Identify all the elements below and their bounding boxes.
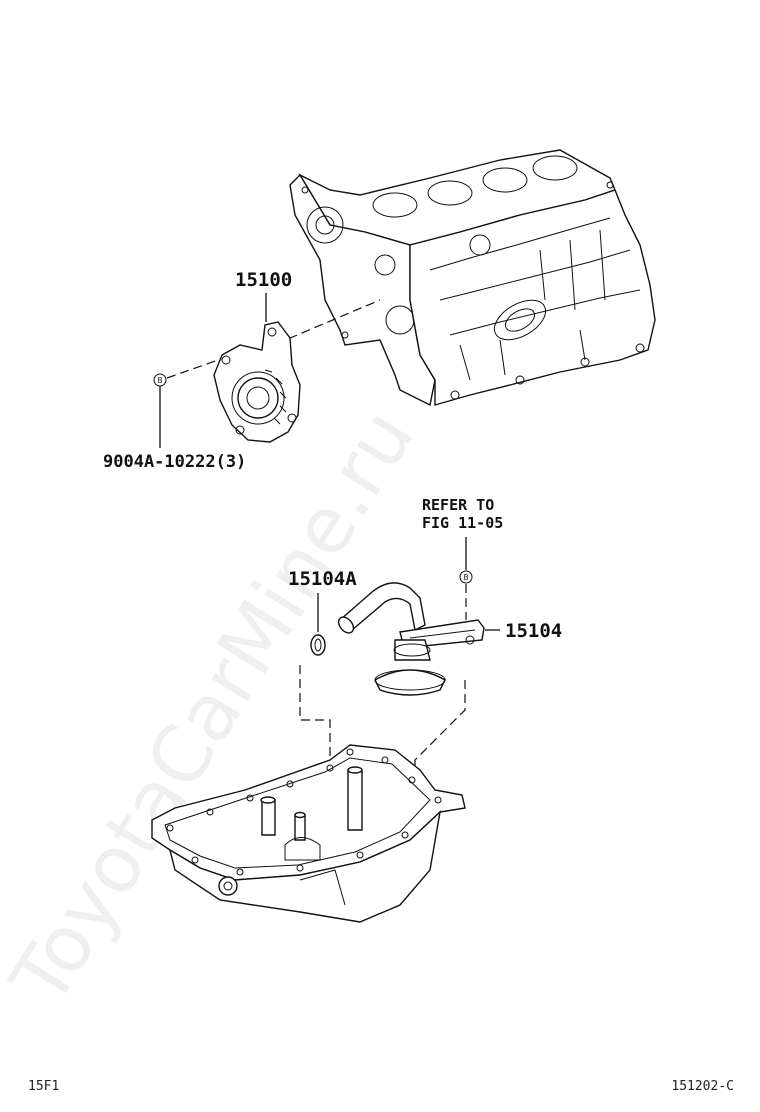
oil-strainer-drawing (337, 582, 485, 696)
callout-marker-refer (459, 570, 473, 584)
strainer-pan-line-left (299, 665, 331, 770)
refer-line-2: FIG 11-05 (422, 514, 503, 532)
callout-marker-refer-letter: B (464, 573, 469, 582)
footer-right-code: 151202-C (671, 1079, 734, 1094)
pump-alignment-line (249, 299, 381, 356)
engine-block-drawing (289, 149, 656, 407)
oil-pump-drawing (213, 321, 301, 443)
bolt-alignment-line (166, 359, 219, 379)
oring-drawing (310, 634, 326, 656)
label-oil-pump: 15100 (235, 269, 292, 291)
refer-line-1: REFER TO (422, 496, 494, 514)
watermark: ToyotaCarMine.ru (0, 395, 432, 1021)
label-bolt: 9004A-10222(3) (103, 452, 246, 472)
callout-marker-bolt-letter: B (158, 376, 163, 385)
label-strainer: 15104 (505, 620, 562, 642)
oil-pan-drawing (151, 744, 466, 923)
label-oring: 15104A (288, 568, 357, 590)
footer-left-code: 15F1 (28, 1079, 59, 1094)
